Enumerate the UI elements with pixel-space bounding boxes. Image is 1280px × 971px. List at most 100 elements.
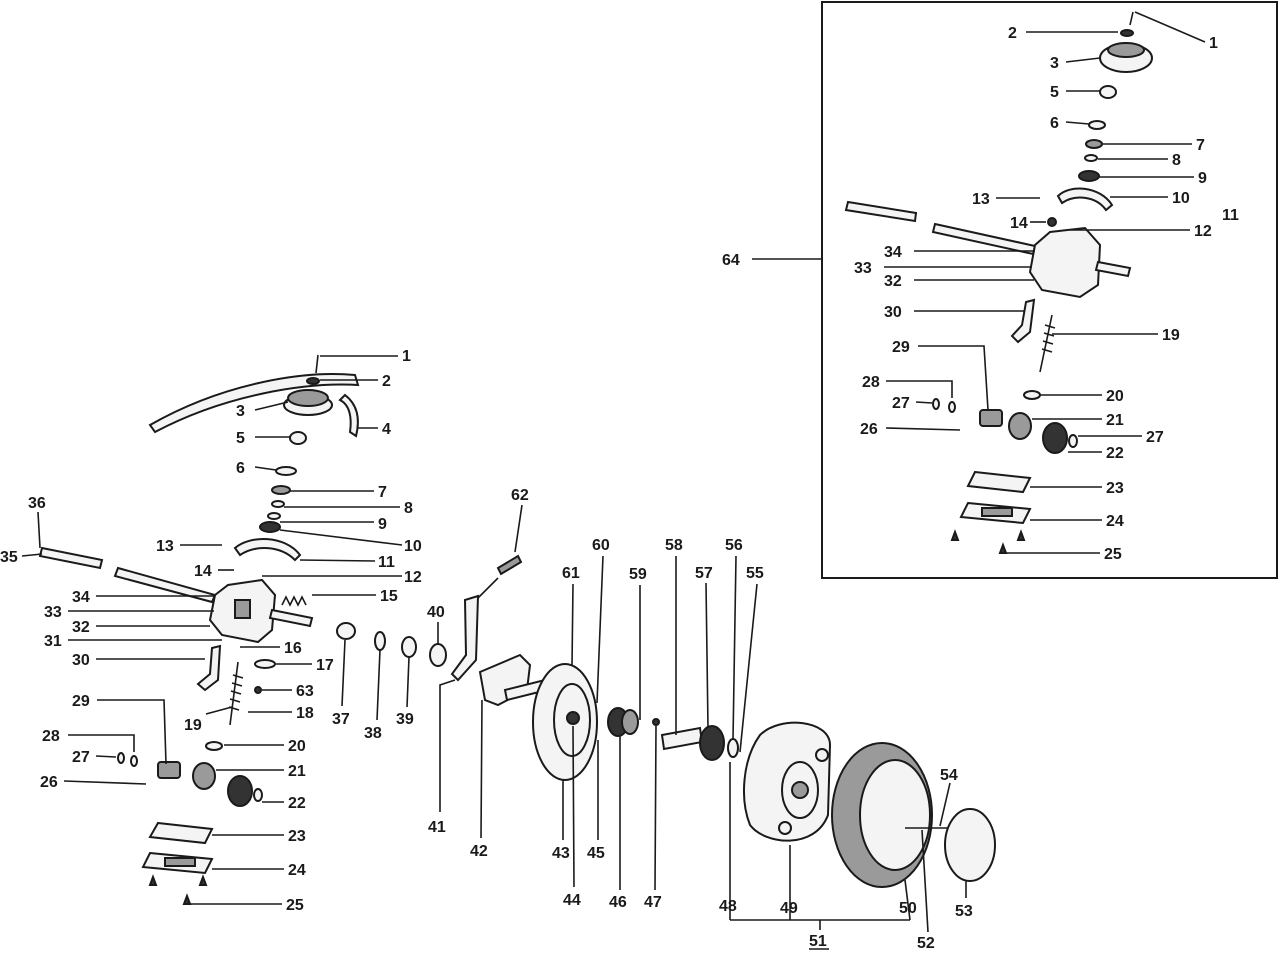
label-55: 55: [746, 565, 764, 582]
inset-label-27b: 27: [1146, 429, 1164, 446]
pulley-center: [566, 711, 580, 725]
inset-label-11: 11: [1222, 207, 1239, 224]
inset-label-2: 2: [1008, 25, 1017, 42]
leader-41: [439, 679, 456, 812]
inset-ring-9: [1078, 170, 1100, 182]
label-41: 41: [428, 819, 446, 836]
clip-27a: [117, 752, 125, 764]
label-42: 42: [470, 843, 488, 860]
leader-35: [21, 553, 43, 557]
leader-10: [279, 529, 403, 546]
inset-label-6: 6: [1050, 115, 1059, 132]
hub-cap: [944, 808, 996, 882]
inset-label-13: 13: [972, 191, 990, 208]
inset-axle-right: [1094, 260, 1132, 278]
inset-ring-8: [1084, 154, 1098, 162]
inset-leader-6: [1065, 121, 1090, 125]
worm-thread: [228, 674, 244, 711]
label-39: 39: [396, 711, 414, 728]
leader-28: [68, 734, 135, 752]
inset-label-27a: 27: [892, 395, 910, 412]
inset-label-10: 10: [1172, 190, 1190, 207]
inset-label-29: 29: [892, 339, 910, 356]
gear-22-ring: [253, 788, 263, 802]
leader-47: [654, 725, 657, 891]
label-44: 44: [563, 892, 581, 909]
housing-slot: [234, 599, 251, 619]
gear-21: [192, 762, 216, 790]
leader-39: [406, 656, 410, 708]
key-17: [254, 659, 276, 669]
inset-ring-6: [1088, 120, 1106, 130]
label-8: 8: [404, 500, 413, 517]
inset-gear-22-ring: [1068, 434, 1078, 448]
label-6: 6: [236, 460, 245, 477]
label-45: 45: [587, 845, 605, 862]
inset-leader-28: [886, 380, 953, 398]
label-58: 58: [665, 537, 683, 554]
axle-shaft: [113, 566, 217, 604]
inset-label-26: 26: [860, 421, 878, 438]
inset-screw-c: [998, 542, 1008, 554]
cable: [475, 577, 499, 601]
leader-54: [939, 782, 951, 827]
label-38: 38: [364, 725, 382, 742]
inset-label-28: 28: [862, 374, 880, 391]
label-52: 52: [917, 935, 935, 952]
tire-inner: [859, 759, 931, 871]
label-53: 53: [955, 903, 973, 920]
label-2: 2: [382, 373, 391, 390]
label-5: 5: [236, 430, 245, 447]
inset-bush: [1099, 85, 1117, 99]
worm-shaft: [229, 661, 239, 726]
inset-label-21: 21: [1106, 412, 1124, 429]
inset-label-7: 7: [1196, 137, 1205, 154]
label-26: 26: [40, 774, 58, 791]
leader-38: [376, 649, 381, 721]
bearing-10: [259, 521, 281, 533]
inset-label-3: 3: [1050, 55, 1059, 72]
label-47: 47: [644, 894, 662, 911]
bush-37: [336, 622, 356, 640]
inset-label-33: 33: [854, 260, 872, 277]
wheel-hole-a: [778, 821, 792, 835]
label-48: 48: [719, 898, 737, 915]
ring-7: [271, 485, 291, 495]
label-43: 43: [552, 845, 570, 862]
axle-stub: [38, 546, 104, 570]
spring: [281, 595, 307, 607]
label-57: 57: [695, 565, 713, 582]
label-25: 25: [286, 897, 304, 914]
inset-worm-shaft: [1039, 314, 1053, 373]
inset-label-9: 9: [1198, 170, 1207, 187]
ring-39: [401, 636, 417, 658]
gasket: [148, 821, 214, 845]
inset-label-8: 8: [1172, 152, 1181, 169]
inset-leader-29: [918, 345, 989, 411]
inset-housing: [1028, 226, 1102, 299]
label-23: 23: [288, 828, 306, 845]
label-11: 11: [378, 554, 395, 571]
label-32: 32: [72, 619, 90, 636]
inset-leader-26: [885, 427, 961, 431]
label-22: 22: [288, 795, 306, 812]
pulley-bolt: [315, 354, 319, 374]
washer-20: [205, 741, 223, 751]
leader-50: [904, 879, 911, 921]
pulley-top: [287, 389, 329, 407]
label-4: 4: [382, 421, 391, 438]
label-24: 24: [288, 862, 306, 879]
label-17: 17: [316, 657, 334, 674]
mount-bracket: [478, 653, 532, 707]
label-21: 21: [288, 763, 306, 780]
label-50: 50: [899, 900, 917, 917]
leader-27: [95, 755, 117, 758]
inset-pulley-top: [1107, 42, 1145, 58]
inset-label-34: 34: [884, 244, 902, 261]
label-60: 60: [592, 537, 610, 554]
inset-clip-27b: [948, 401, 956, 413]
label-34: 34: [72, 589, 90, 606]
inset-worm-thread: [1041, 324, 1056, 353]
label-40: 40: [427, 604, 445, 621]
leader-60: [596, 555, 604, 704]
